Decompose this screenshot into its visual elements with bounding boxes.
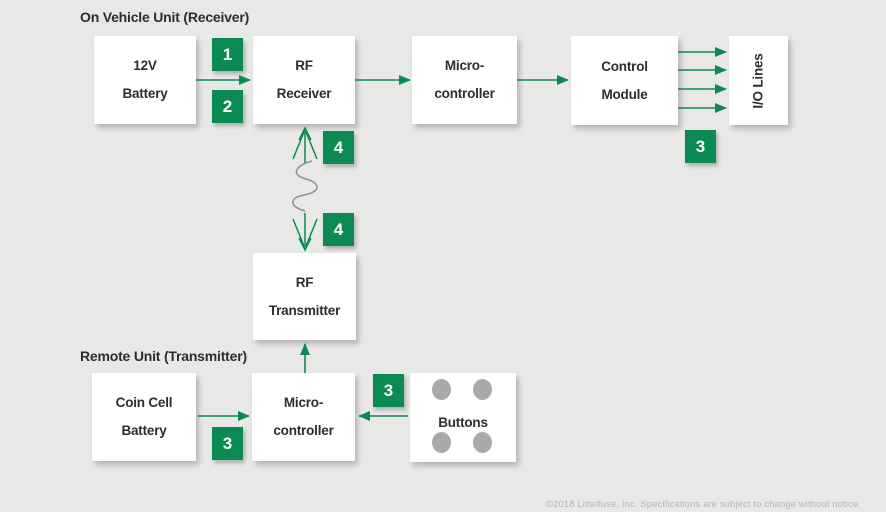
- step-badge-3-coin: 3: [212, 427, 243, 460]
- block-buttons: Buttons: [410, 373, 516, 462]
- block-label: Battery: [121, 423, 167, 438]
- transmitter-section-title: Remote Unit (Transmitter): [80, 348, 247, 364]
- block-label: controller: [434, 86, 495, 101]
- block-12v-battery: 12V Battery: [94, 36, 196, 124]
- block-label: Micro-: [283, 395, 324, 410]
- block-coin-cell-battery: Coin Cell Battery: [92, 373, 196, 461]
- step-badge-3-io: 3: [685, 130, 716, 163]
- block-label: 12V: [133, 58, 157, 73]
- block-label: Module: [601, 86, 648, 102]
- antenna-up-icon: [292, 126, 318, 163]
- block-label: I/O Lines: [750, 52, 766, 109]
- rf-wave-icon: [292, 160, 318, 212]
- step-badge-3-buttons: 3: [373, 374, 404, 407]
- block-label: controller: [273, 423, 334, 438]
- step-badge-4-receiver: 4: [323, 131, 354, 164]
- block-io-lines: I/O Lines: [729, 36, 788, 125]
- antenna-down-icon: [292, 213, 318, 252]
- block-label: Transmitter: [268, 302, 341, 318]
- block-label: Buttons: [438, 415, 488, 430]
- step-badge-4-transmitter: 4: [323, 213, 354, 246]
- block-label: Micro-: [444, 58, 485, 73]
- receiver-section-title: On Vehicle Unit (Receiver): [80, 9, 250, 25]
- block-rf-transmitter: RF Transmitter: [253, 253, 356, 340]
- button-dot-icon: [473, 432, 492, 453]
- bottom-white-strip: [0, 512, 886, 518]
- button-dot-icon: [473, 379, 492, 400]
- block-label: Battery: [122, 86, 168, 101]
- block-label: Receiver: [276, 86, 332, 101]
- block-label: RF: [295, 274, 314, 290]
- block-label: Control: [601, 58, 648, 74]
- block-microcontroller-receiver: Micro- controller: [412, 36, 517, 124]
- step-badge-1: 1: [212, 38, 243, 71]
- step-badge-2: 2: [212, 90, 243, 123]
- block-control-module: Control Module: [571, 36, 678, 125]
- block-label: RF: [295, 58, 313, 73]
- copyright-notice: ©2018 Littelfuse, Inc. Specifications ar…: [546, 499, 861, 510]
- button-dot-icon: [432, 432, 451, 453]
- block-label: Coin Cell: [115, 395, 173, 410]
- block-rf-receiver: RF Receiver: [253, 36, 355, 124]
- block-microcontroller-remote: Micro- controller: [252, 373, 355, 461]
- button-dot-icon: [432, 379, 451, 400]
